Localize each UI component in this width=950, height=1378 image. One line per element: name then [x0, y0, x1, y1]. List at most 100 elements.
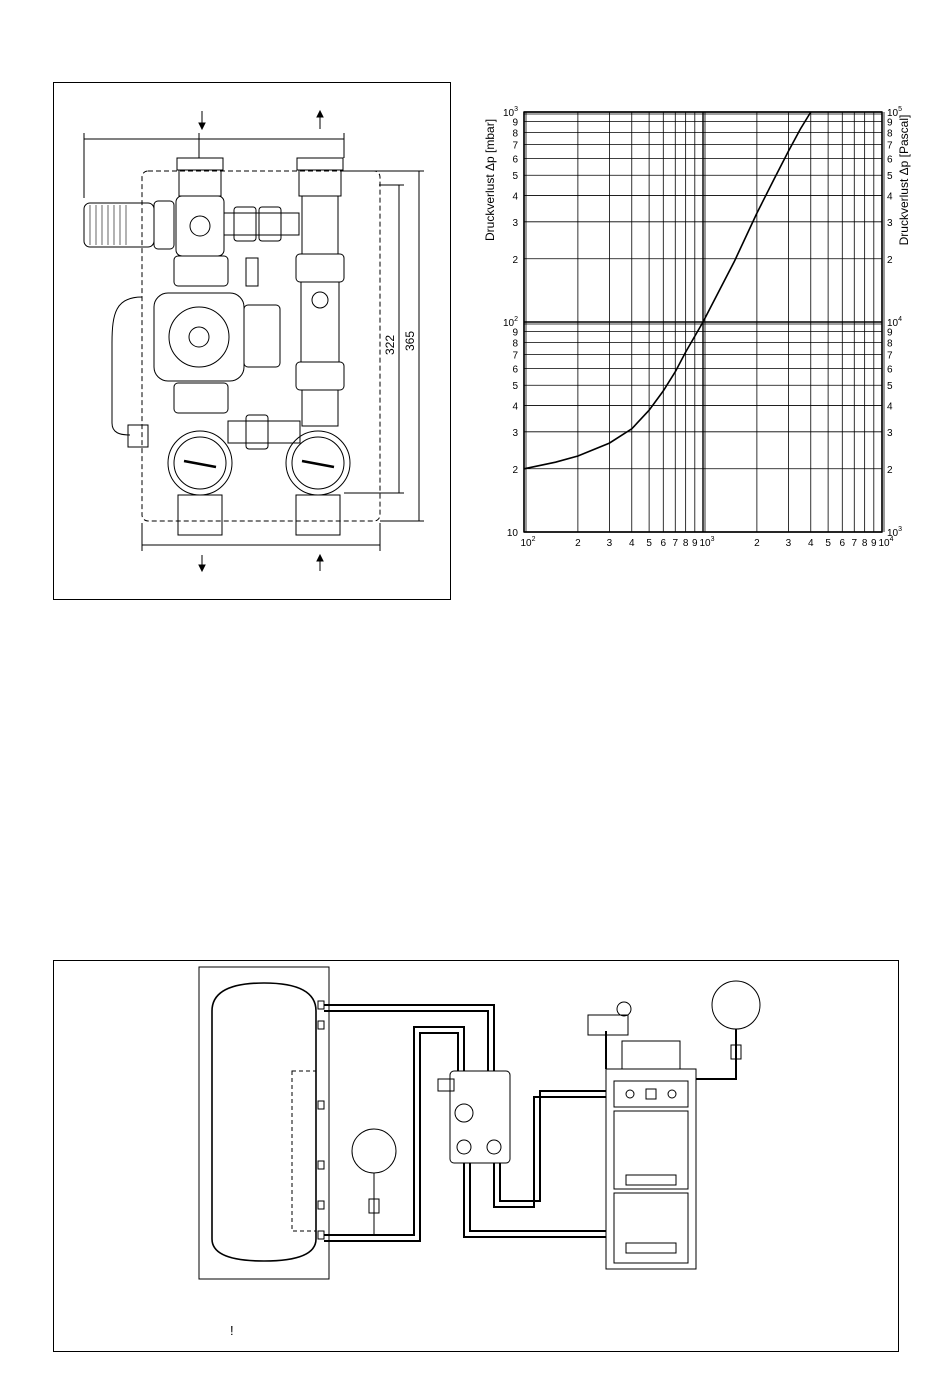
dimension-322-label: 322	[383, 335, 397, 355]
ball-valve-right	[312, 292, 328, 308]
tank-enclosure	[199, 967, 329, 1279]
y2-tick-label: 7	[887, 141, 893, 152]
mixing-valve-body	[176, 196, 224, 256]
y-tick-label: 8	[512, 338, 518, 349]
y-tick-label: 2	[512, 465, 518, 476]
x-tick-label: 6	[661, 538, 667, 549]
expansion-vessel-small	[352, 1129, 396, 1173]
top-left-pipe	[179, 170, 221, 196]
boiler-upper-door	[614, 1111, 688, 1189]
arrow-up-icon-bottom	[317, 555, 323, 561]
y2-tick-label: 104	[887, 316, 902, 329]
pump-group-thermometer-right	[487, 1140, 501, 1154]
bottom-right-pipe	[296, 495, 340, 535]
housing-outline	[142, 171, 380, 521]
x-tick-label: 8	[862, 538, 868, 549]
system-diagram	[54, 961, 900, 1353]
x-tick-label: 3	[786, 538, 792, 549]
expansion-vessel-large-pipe	[696, 1029, 736, 1079]
y2-tick-label: 2	[887, 465, 893, 476]
y2-tick-label: 103	[887, 526, 902, 539]
y2-tick-label: 5	[887, 171, 893, 182]
right-riser-lower	[302, 390, 338, 426]
air-vent	[246, 258, 258, 286]
x-tick-label: 9	[692, 538, 698, 549]
y-axis-label: Druckverlust Δp [mbar]	[483, 119, 497, 241]
right-riser-upper	[302, 196, 338, 254]
y2-tick-label: 6	[887, 365, 893, 376]
x-tick-label: 7	[851, 538, 857, 549]
y2-tick-label: 8	[887, 128, 893, 139]
y2-tick-label: 6	[887, 155, 893, 166]
y2-axis-label: Druckverlust Δp [Pascal]	[897, 115, 911, 246]
right-union-lower	[296, 362, 344, 390]
y-tick-label: 7	[512, 141, 518, 152]
y-tick-label: 3	[512, 218, 518, 229]
y-tick-label: 6	[512, 155, 518, 166]
right-union-upper	[296, 254, 344, 282]
y-tick-label: 6	[512, 365, 518, 376]
pump-group-thermostat	[438, 1079, 454, 1091]
left-union-upper	[174, 256, 228, 286]
x-tick-label: 5	[646, 538, 652, 549]
y2-tick-label: 3	[887, 218, 893, 229]
tank-connections	[318, 1001, 324, 1239]
mixing-valve-dial	[190, 216, 210, 236]
pressure-gauge	[617, 1002, 631, 1016]
arrow-down-icon-bottom	[199, 565, 205, 571]
pressure-loss-curve	[524, 112, 811, 469]
y-tick-label: 4	[512, 402, 518, 413]
y2-tick-label: 2	[887, 255, 893, 266]
crossover-pipe	[224, 213, 299, 235]
pipe-boiler-flow-inner	[500, 1091, 606, 1201]
boiler-knob-left	[626, 1090, 634, 1098]
x-tick-label: 8	[683, 538, 689, 549]
tank-heat-exchanger	[292, 1071, 316, 1231]
y-tick-label: 5	[512, 171, 518, 182]
y-tick-label: 3	[512, 428, 518, 439]
thermostatic-head-ribs	[90, 205, 126, 245]
boiler-flue-box	[622, 1041, 680, 1069]
x-tick-label: 6	[840, 538, 846, 549]
boiler-switch	[646, 1089, 656, 1099]
thermometer-right-needle	[302, 461, 334, 467]
top-left-pipe-cap	[177, 158, 223, 170]
thermostatic-head	[84, 203, 154, 247]
pump-group-drawing-panel: 322 365	[53, 82, 451, 600]
x-tick-label: 2	[575, 538, 581, 549]
pump-terminal-box	[244, 305, 280, 367]
buffer-tank	[212, 983, 316, 1261]
safety-group	[588, 1015, 628, 1035]
y-tick-label: 10	[507, 528, 519, 539]
boiler-upper-hatch	[626, 1175, 676, 1185]
y-tick-label: 5	[512, 381, 518, 392]
boiler-lower-hatch	[626, 1243, 676, 1253]
x-tick-label: 4	[629, 538, 635, 549]
circulation-pump	[154, 293, 244, 381]
pump-group-thermometer-left	[457, 1140, 471, 1154]
x-tick-label: 9	[871, 538, 877, 549]
sensor-pocket	[128, 425, 148, 447]
boiler-control-panel	[614, 1081, 688, 1107]
x-tick-label: 103	[699, 536, 714, 549]
arrow-down-icon	[199, 123, 205, 129]
y-tick-label: 9	[512, 118, 518, 129]
crossover-nut-left	[234, 207, 256, 241]
pipe-boiler-flow	[494, 1097, 606, 1207]
x-tick-label: 5	[825, 538, 831, 549]
dimension-365-label: 365	[403, 331, 417, 351]
x-tick-label: 4	[808, 538, 814, 549]
y-tick-label: 4	[512, 192, 518, 203]
y2-tick-label: 9	[887, 118, 893, 129]
arrow-up-icon	[317, 111, 323, 117]
y2-tick-label: 4	[887, 192, 893, 203]
y2-tick-label: 3	[887, 428, 893, 439]
right-riser-middle	[301, 282, 339, 362]
x-tick-label: 7	[672, 538, 678, 549]
expansion-vessel-large	[712, 981, 760, 1029]
y2-tick-label: 7	[887, 351, 893, 362]
y-tick-label: 9	[512, 328, 518, 339]
